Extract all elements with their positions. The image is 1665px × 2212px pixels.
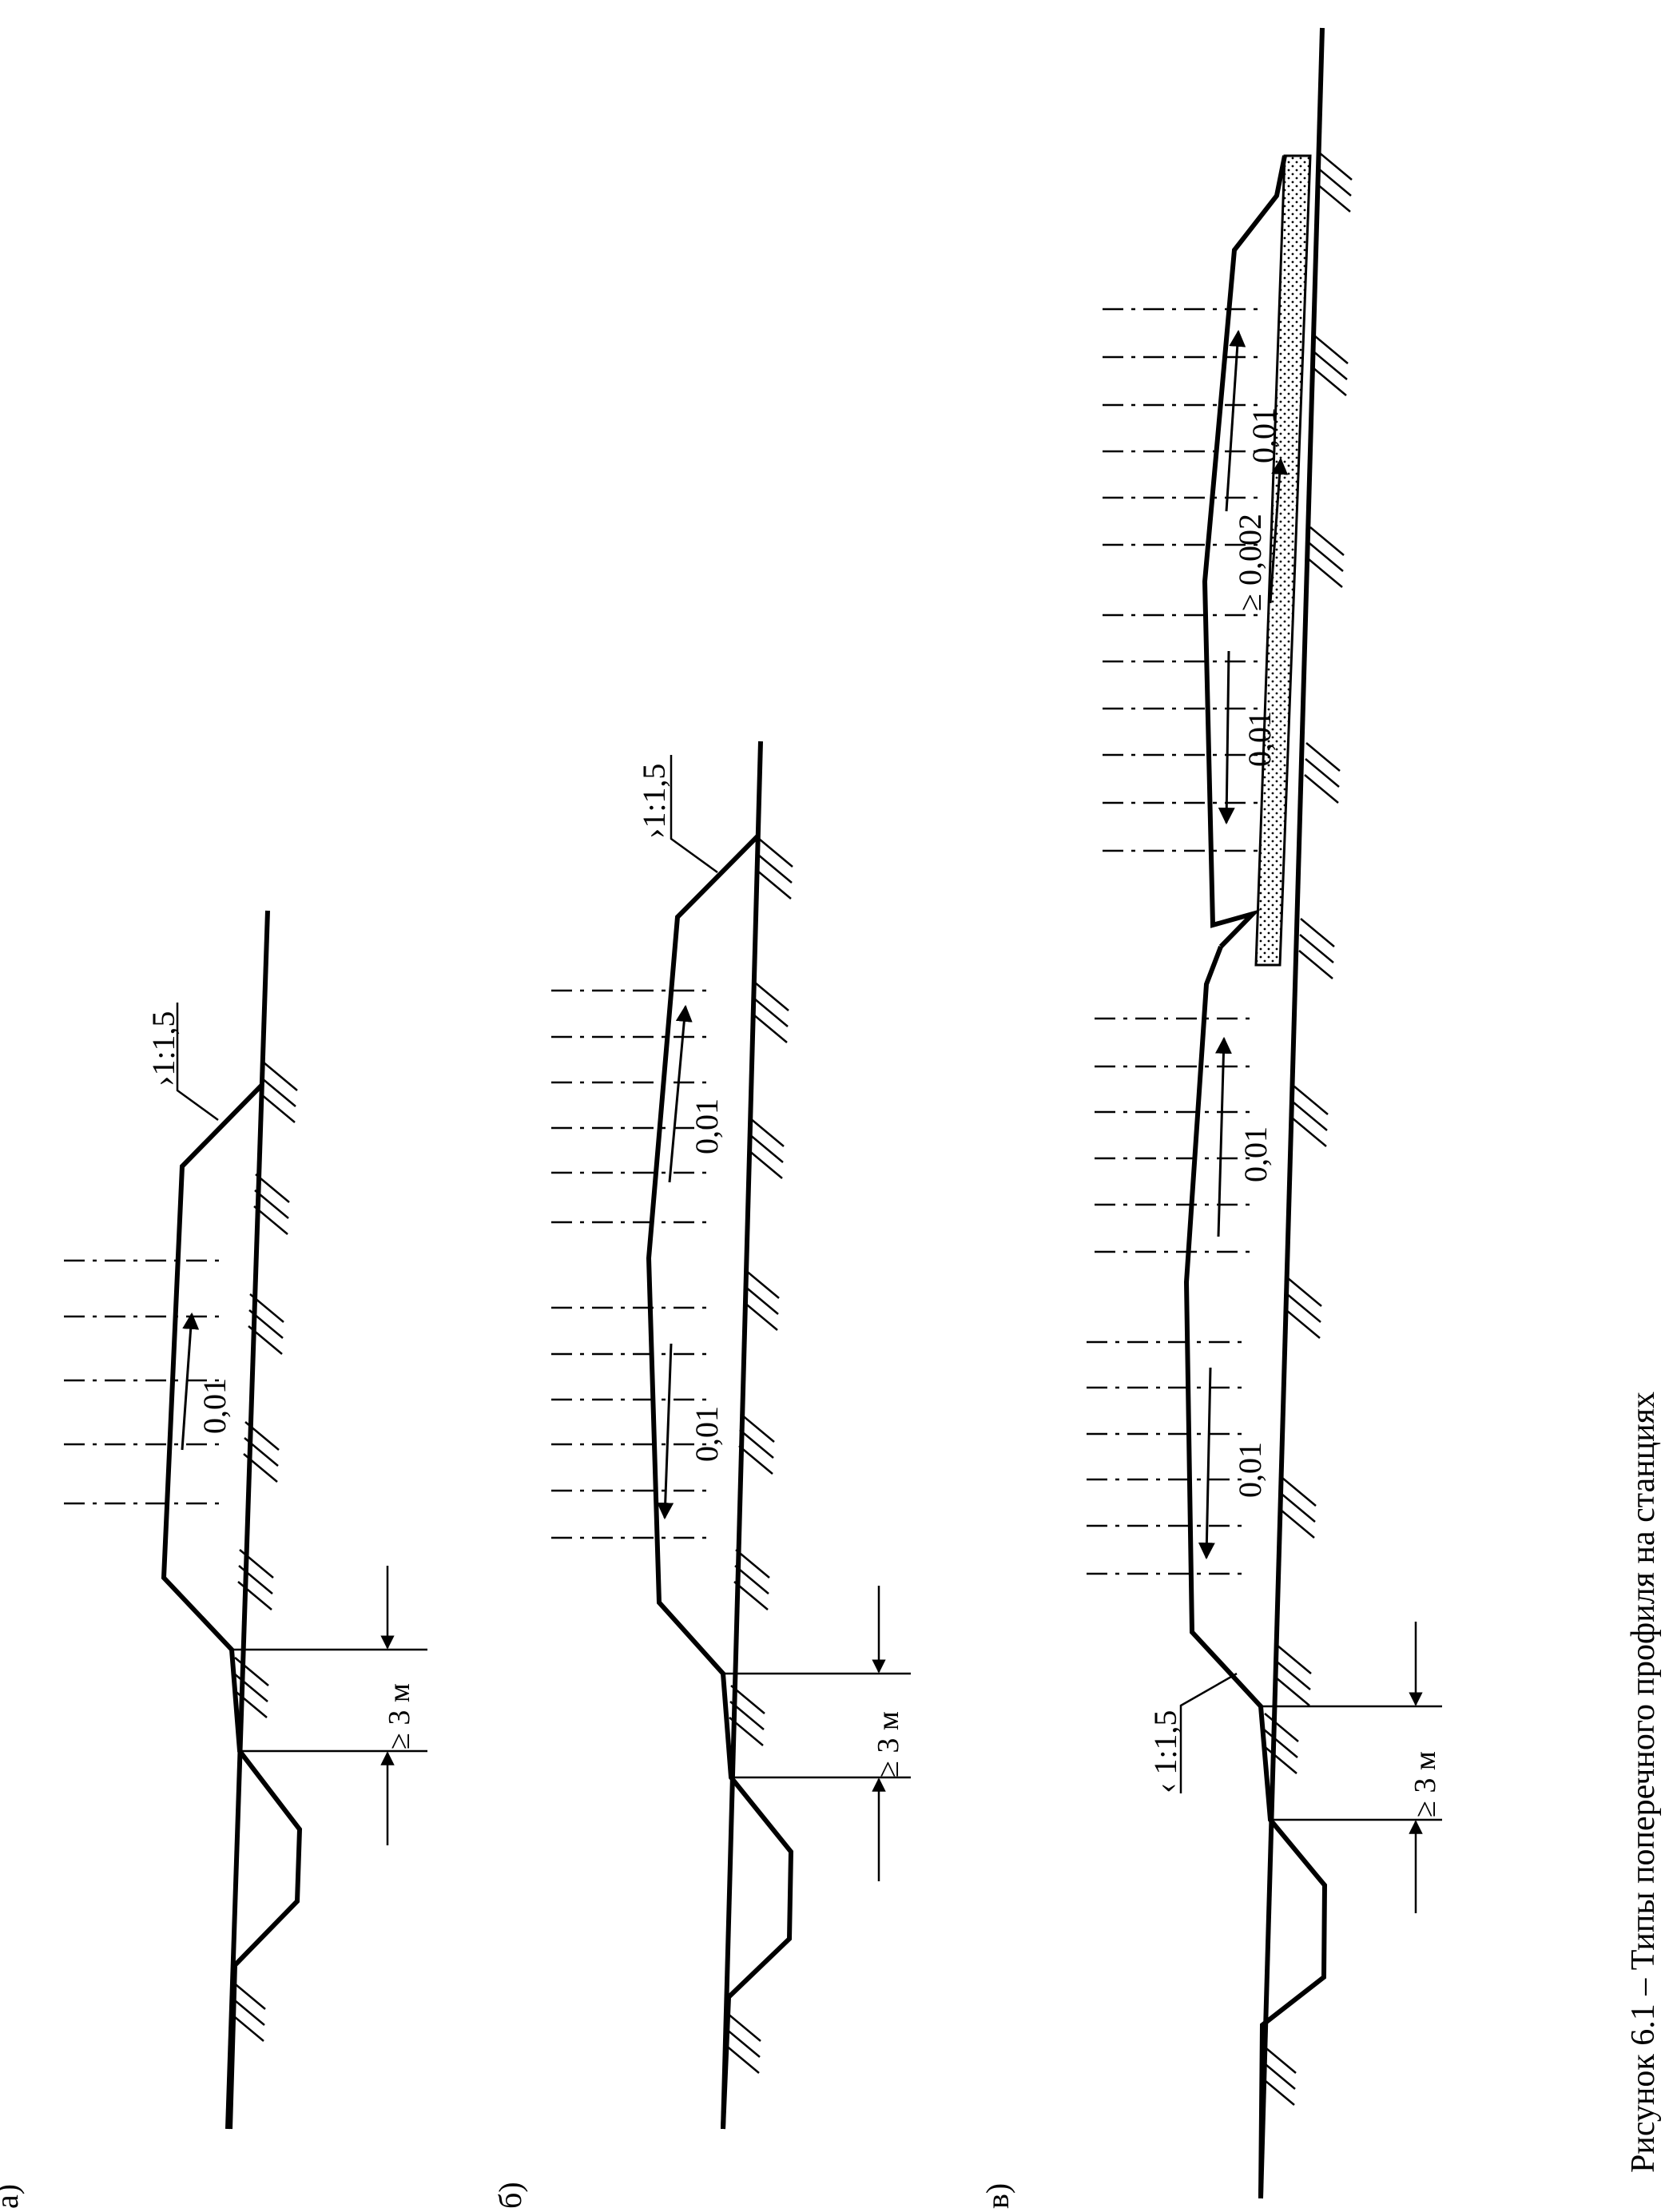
ditch-distance-c: ≥ 3 м (1409, 1751, 1442, 1817)
slope-label-b2: 0,01 (689, 1406, 725, 1462)
ditch-distance-a: ≥ 3 м (383, 1683, 416, 1749)
ditch-distance-b: ≥ 3 м (872, 1711, 905, 1777)
figure-caption: Рисунок 6.1 – Типы поперечного профиля н… (1625, 1392, 1662, 2173)
panel-letter-b: б) (492, 2182, 528, 2209)
dimension-a (232, 1566, 427, 1845)
panel-a: 0,01 ›1:1,5 ≥ 3 м а) (0, 910, 427, 2209)
drainage-layer (1254, 154, 1312, 967)
slope-arrow-c3 (1214, 1036, 1232, 1237)
slope-label-b1: 0,01 (689, 1098, 725, 1154)
panel-letter-c: в) (980, 2183, 1015, 2209)
panel-b: 0,01 0,01 ›1:1,5 ≥ 3 м б) (492, 741, 911, 2209)
ground-hatching-a (229, 1062, 298, 2042)
ground-line-b (721, 741, 763, 2130)
slope-label-a: 0,01 (197, 1378, 232, 1434)
slope-label-c2: 0,01 (1242, 711, 1278, 767)
dimension-c (1261, 1622, 1442, 1913)
panel-letter-a: а) (0, 2184, 25, 2209)
ground-line-a (225, 910, 270, 2130)
slope-label-c3: 0,01 (1238, 1126, 1274, 1182)
slope-arrow-b2 (657, 1343, 674, 1520)
ground-hatching-c (1260, 151, 1353, 2106)
embankment-slope-label-a: ›1:1,5 (145, 1011, 181, 1086)
embankment-profile-b (646, 834, 794, 2130)
embankment-slope-label-b: ›1:1,5 (636, 764, 672, 839)
slope-arrow-b1 (668, 1004, 693, 1183)
embankment-slope-label-c: ‹ 1:1,5 (1147, 1710, 1183, 1793)
slope-leader-b (670, 755, 718, 874)
slope-leader-c (1179, 1672, 1238, 1793)
slope-label-c4: 0,01 (1232, 1442, 1268, 1498)
panel-c: 0,01 0,01 0,01 0,01 ≥ 0,002 ‹ 1:1,5 ≥ 3 … (980, 27, 1442, 2209)
slope-leader-a (176, 1003, 219, 1122)
slope-label-c1: 0,01 (1246, 407, 1282, 463)
slope-arrow-c1 (1225, 329, 1246, 512)
embankment-profile-c-right (1202, 155, 1287, 949)
slope-arrow-a (181, 1312, 200, 1451)
slope-arrow-c2 (1218, 650, 1235, 825)
ground-hatching-b (725, 838, 793, 2074)
track-centerlines-c (1087, 308, 1262, 1575)
track-centerlines-b (551, 989, 711, 1539)
embankment-profile-c-left (1183, 945, 1328, 2199)
ground-line-c (1258, 27, 1325, 2199)
slope-arrow-c5 (1269, 457, 1289, 604)
slope-arrow-c4 (1198, 1367, 1215, 1560)
dimension-b (723, 1586, 911, 1881)
slope-label-c5: ≥ 0,002 (1232, 514, 1268, 611)
